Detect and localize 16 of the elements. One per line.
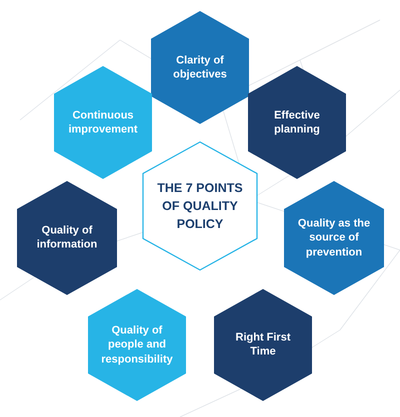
hexagon-label: Clarity of objectives — [172, 53, 228, 82]
hexagon-label: Effective planning — [273, 108, 321, 137]
outlined-hexagon — [142, 141, 258, 271]
hexagon-label: Quality of people and responsibility — [100, 324, 174, 366]
hexagon — [150, 10, 250, 125]
hexagon — [213, 288, 313, 402]
hexagon — [16, 180, 118, 296]
hexagon-label: Right First Time — [234, 330, 292, 360]
hexagon — [247, 65, 347, 180]
hexagon-label: Quality of information — [36, 224, 98, 252]
hexagon — [283, 180, 385, 296]
title-text: THE 7 POINTS OF QUALITY POLICY — [156, 180, 244, 234]
hexagon-label: Continuous improvement — [67, 108, 139, 137]
hexagon — [53, 65, 153, 180]
hexagon — [87, 288, 187, 402]
hexagon-label: Quality as the source of prevention — [296, 216, 372, 260]
